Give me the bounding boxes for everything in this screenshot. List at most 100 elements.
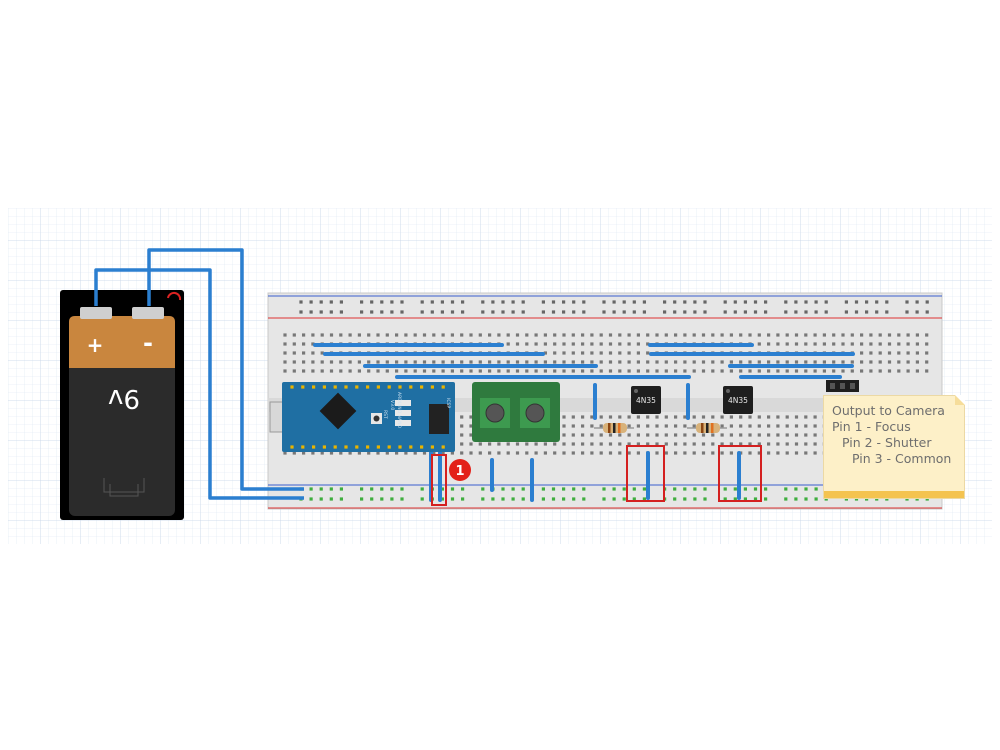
breadboard-hole [571,433,575,437]
breadboard-hole [469,424,473,428]
breadboard-hole [804,369,808,373]
breadboard-hole [367,333,371,337]
breadboard-hole [581,433,585,437]
breadboard-hole [794,342,799,346]
camera-connector [826,380,859,392]
breadboard-hole [869,333,873,337]
breadboard-hole [733,497,737,501]
breadboard-hole [515,451,520,455]
breadboard-hole [497,360,501,364]
breadboard-hole [757,433,761,437]
breadboard-hole [497,369,501,373]
breadboard-hole [590,451,594,455]
breadboard-hole [832,369,836,373]
breadboard-hole [461,497,465,501]
breadboard-hole [887,333,892,337]
arduino-pin [398,445,402,449]
breadboard-hole [521,300,525,304]
breadboard-hole [776,369,780,373]
row-wires [313,343,855,502]
breadboard-hole [618,369,622,373]
breadboard-hole [420,310,424,314]
breadboard-hole [390,497,394,501]
breadboard-hole [488,442,492,446]
breadboard-hole [692,360,696,364]
breadboard-hole [360,310,364,314]
breadboard-hole [850,360,854,364]
breadboard-hole [525,342,529,346]
breadboard-hole [804,451,808,455]
breadboard-hole [612,310,616,314]
breadboard-hole [785,424,789,428]
breadboard-hole [311,360,315,364]
breadboard-hole [683,369,687,373]
breadboard-hole [360,487,364,491]
breadboard-hole [794,300,798,304]
breadboard-hole [925,300,929,304]
breadboard-hole [813,333,817,337]
arduino-pin [333,445,337,449]
breadboard-hole [302,351,306,355]
breadboard-hole [612,497,616,501]
arduino-nano: ARDUINO NANO V3.0 ICSP RST [269,382,455,452]
breadboard-hole [776,433,780,437]
breadboard-hole [608,451,613,455]
breadboard-hole [860,342,864,346]
breadboard-hole [380,300,384,304]
breadboard-hole [469,433,473,437]
breadboard-hole [822,342,826,346]
breadboard-hole [541,310,545,314]
breadboard-hole [367,369,371,373]
breadboard-hole [794,424,799,428]
breadboard-hole [785,333,789,337]
breadboard-hole [776,342,780,346]
breadboard-hole [832,360,836,364]
breadboard-hole [590,415,594,419]
breadboard-hole [794,310,798,314]
breadboard-hole [534,369,538,373]
breadboard-hole [674,415,678,419]
arduino-pin [387,385,391,389]
breadboard-hole [311,451,315,455]
breadboard-hole [367,451,371,455]
breadboard-hole [897,333,901,337]
breadboard-hole [608,433,613,437]
breadboard-hole [360,300,364,304]
breadboard-hole [720,424,724,428]
breadboard-hole [618,360,622,364]
breadboard-hole [506,442,510,446]
breadboard-hole [925,351,929,355]
breadboard-hole [813,433,817,437]
breadboard-hole [543,333,547,337]
breadboard-hole [357,333,361,337]
arduino-version: V3.0 [389,400,395,410]
breadboard-hole [553,342,557,346]
breadboard-hole [534,442,538,446]
breadboard-hole [636,442,640,446]
breadboard-hole [865,310,869,314]
breadboard-hole [720,415,724,419]
breadboard-hole [390,487,394,491]
breadboard-hole [663,300,667,304]
breadboard-hole [413,360,417,364]
breadboard-hole [571,360,575,364]
breadboard-hole [646,333,650,337]
breadboard-hole [551,300,556,304]
breadboard-hole [703,497,707,501]
breadboard-hole [711,442,715,446]
breadboard-hole [543,442,547,446]
breadboard-hole [562,342,566,346]
breadboard-hole [729,424,733,428]
breadboard-hole [506,369,510,373]
breadboard-hole [283,351,287,355]
arduino-pin [366,445,370,449]
breadboard-hole [739,360,743,364]
breadboard-hole [602,300,606,304]
breadboard-hole [348,333,352,337]
breadboard-hole [636,342,640,346]
breadboard-hole [915,310,919,314]
breadboard-hole [441,369,445,373]
breadboard-hole [562,369,566,373]
breadboard-hole [925,369,929,373]
breadboard-hole [776,451,780,455]
